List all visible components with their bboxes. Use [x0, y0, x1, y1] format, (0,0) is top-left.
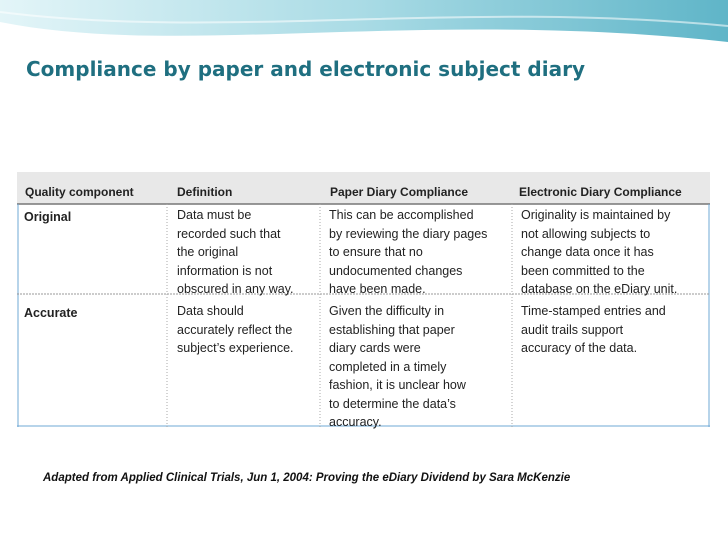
row-accurate-label: Accurate	[24, 306, 78, 320]
row-original-electronic: Originality is maintained by not allowin…	[521, 208, 678, 296]
row-original-paper: This can be accomplished by reviewing th…	[329, 208, 488, 296]
slide-title: Compliance by paper and electronic subje…	[26, 57, 585, 81]
source-caption: Adapted from Applied Clinical Trials, Ju…	[43, 472, 571, 484]
row-original-label: Original	[24, 210, 72, 224]
row-original-definition: Data must be recorded such that the orig…	[177, 208, 294, 296]
comparison-table	[17, 172, 710, 427]
row-accurate-electronic: Time-stamped entries and audit trails su…	[521, 304, 666, 355]
header-electronic-compliance: Electronic Diary Compliance	[519, 185, 682, 199]
row-accurate-paper: Given the difficulty in establishing tha…	[329, 304, 466, 429]
header-definition: Definition	[177, 185, 233, 199]
header-quality-component: Quality component	[25, 185, 134, 199]
header-wave-banner	[0, 0, 728, 60]
row-accurate-definition: Data should accurately reflect the subje…	[177, 304, 294, 355]
header-paper-compliance: Paper Diary Compliance	[330, 185, 469, 199]
